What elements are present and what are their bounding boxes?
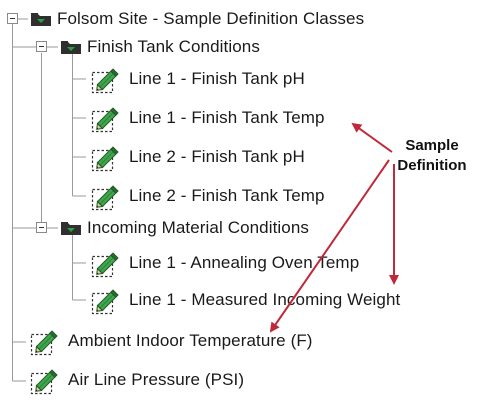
tree-node-ambient-indoor-temperature[interactable]: Ambient Indoor Temperature (F) — [29, 326, 313, 356]
tree-node-line2-finish-tank-ph[interactable]: Line 2 - Finish Tank pH — [90, 142, 305, 172]
tree-node-label: Line 1 - Annealing Oven Temp — [129, 253, 360, 272]
tree-node-label: Line 1 - Finish Tank pH — [129, 69, 305, 88]
sample-definition-icon — [29, 365, 63, 395]
folder-icon — [60, 39, 82, 55]
folder-icon — [60, 220, 82, 236]
tree-node-line1-measured-incoming-weight[interactable]: Line 1 - Measured Incoming Weight — [90, 285, 401, 315]
incoming-material-collapse-toggle[interactable] — [36, 222, 47, 233]
tree-node-label: Line 2 - Finish Tank Temp — [129, 186, 325, 205]
tree-node-label: Finish Tank Conditions — [87, 37, 260, 56]
tree-node-line1-finish-tank-ph[interactable]: Line 1 - Finish Tank pH — [90, 64, 305, 94]
callout-line2: Definition — [397, 157, 467, 174]
callout-arrow-ambient-indoor-temperature — [269, 159, 390, 333]
tree-node-label: Line 1 - Finish Tank Temp — [129, 108, 325, 127]
folder-icon — [30, 11, 52, 27]
finish-tank-collapse-toggle[interactable] — [36, 41, 47, 52]
tree-node-line1-annealing-oven-temp[interactable]: Line 1 - Annealing Oven Temp — [90, 248, 360, 278]
tree-node-root[interactable]: Folsom Site - Sample Definition Classes — [30, 5, 364, 33]
tree-node-label: Line 1 - Measured Incoming Weight — [129, 290, 401, 309]
tree-node-incoming-material-conditions[interactable]: Incoming Material Conditions — [60, 214, 309, 242]
sample-definition-icon — [90, 181, 124, 211]
sample-definition-icon — [90, 103, 124, 133]
sample-definition-callout: Sample Definition — [392, 136, 472, 176]
tree-node-label: Air Line Pressure (PSI) — [68, 370, 245, 389]
sample-definition-icon — [29, 326, 63, 356]
tree-node-label: Ambient Indoor Temperature (F) — [68, 331, 313, 350]
sample-definition-icon — [90, 142, 124, 172]
tree-node-air-line-pressure[interactable]: Air Line Pressure (PSI) — [29, 365, 245, 395]
tree-node-line2-finish-tank-temp[interactable]: Line 2 - Finish Tank Temp — [90, 181, 325, 211]
tree-node-label: Line 2 - Finish Tank pH — [129, 147, 305, 166]
root-collapse-toggle[interactable] — [7, 13, 18, 24]
tree-node-root-label: Folsom Site - Sample Definition Classes — [57, 9, 365, 28]
sample-definition-icon — [90, 285, 124, 315]
tree-node-line1-finish-tank-temp[interactable]: Line 1 - Finish Tank Temp — [90, 103, 325, 133]
sample-definition-icon — [90, 64, 124, 94]
callout-arrow-finish-tank-temp — [351, 122, 393, 153]
tree-node-label: Incoming Material Conditions — [87, 218, 310, 237]
callout-line1: Sample — [405, 137, 459, 154]
sample-definition-icon — [90, 248, 124, 278]
tree-node-finish-tank-conditions[interactable]: Finish Tank Conditions — [60, 33, 260, 61]
